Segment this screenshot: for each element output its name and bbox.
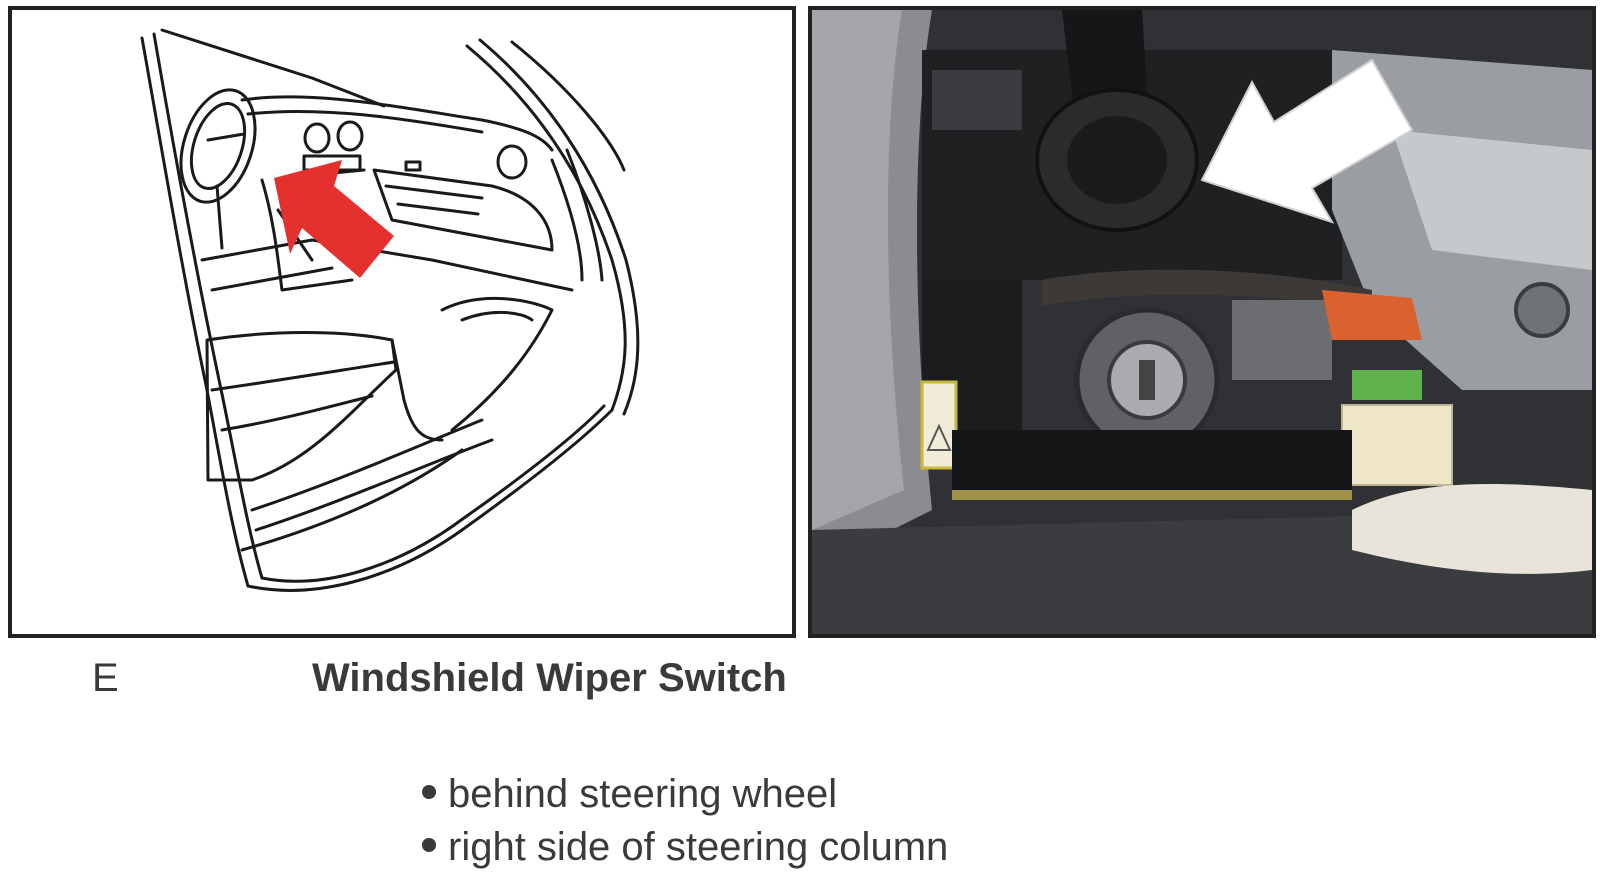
bullet-icon bbox=[422, 785, 436, 800]
bullet-icon bbox=[422, 838, 436, 853]
location-arrow bbox=[274, 160, 394, 278]
location-text: right side of steering column bbox=[448, 825, 949, 869]
location-text: behind steering wheel bbox=[448, 772, 838, 816]
photo-panel bbox=[808, 6, 1596, 638]
steering-column-photo bbox=[812, 10, 1592, 634]
car-interior-drawing bbox=[140, 28, 640, 592]
section-title: Windshield Wiper Switch bbox=[312, 656, 787, 700]
line-drawing-panel bbox=[8, 6, 796, 638]
list-item: behind steering wheel bbox=[422, 768, 948, 821]
section-letter: E bbox=[92, 656, 119, 700]
location-arrow bbox=[1200, 58, 1414, 224]
list-item: right side of steering column bbox=[422, 821, 948, 874]
location-list: behind steering wheel right side of stee… bbox=[422, 768, 948, 874]
